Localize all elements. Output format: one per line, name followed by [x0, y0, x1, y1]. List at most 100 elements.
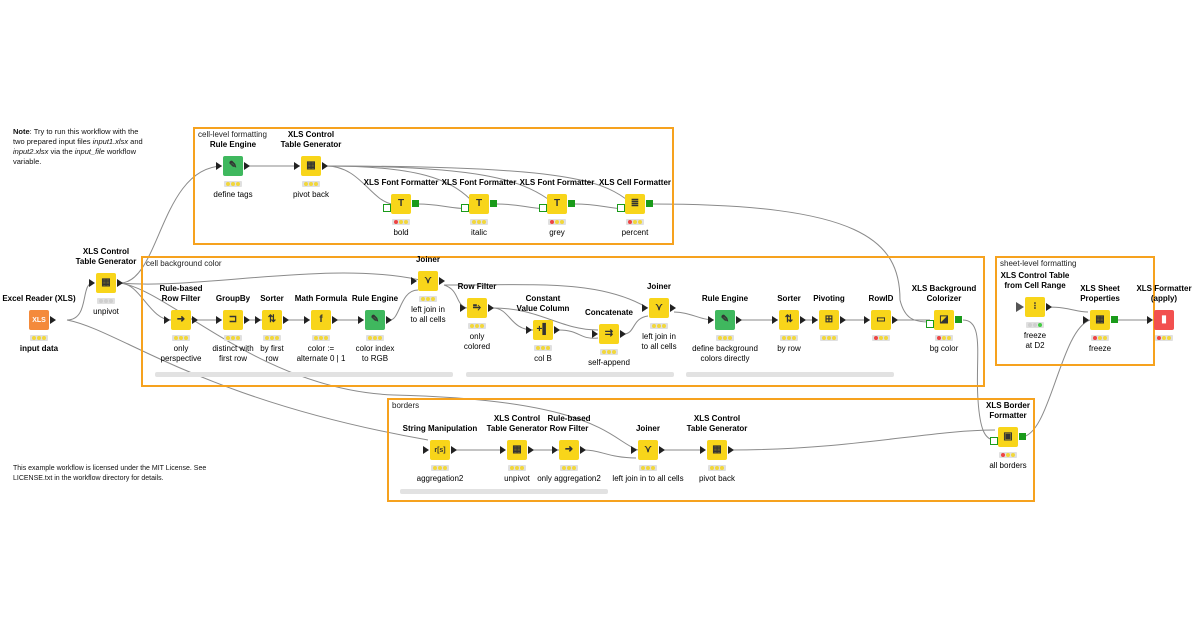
- output-port[interactable]: [580, 446, 586, 454]
- output-port[interactable]: [322, 162, 328, 170]
- node-label[interactable]: pivot back: [292, 190, 330, 199]
- node-concatenate[interactable]: Concatenate⇉self-append: [564, 308, 654, 367]
- output-port[interactable]: [244, 162, 250, 170]
- node-label[interactable]: all borders: [989, 461, 1027, 470]
- output-port[interactable]: [568, 200, 575, 207]
- output-port[interactable]: [386, 316, 392, 324]
- input-port[interactable]: [216, 316, 222, 324]
- node-groupby[interactable]: GroupBy⊐distinct with first row: [188, 294, 278, 363]
- node-label[interactable]: unpivot: [504, 474, 530, 483]
- node-icon[interactable]: T: [469, 194, 489, 214]
- node-xls-ctg-pivot[interactable]: XLS Control Table Generator▦pivot back: [266, 130, 356, 199]
- output-port[interactable]: [490, 200, 497, 207]
- node-rule-engine-color[interactable]: Rule Engine✎color index to RGB: [330, 294, 420, 363]
- node-border-formatter[interactable]: XLS Border Formatter▣all borders: [963, 401, 1053, 470]
- input-port[interactable]: [708, 316, 714, 324]
- node-label[interactable]: distinct with first row: [212, 344, 254, 363]
- input-port[interactable]: [500, 446, 506, 454]
- node-label[interactable]: aggregation2: [416, 474, 464, 483]
- input-port[interactable]: [700, 446, 706, 454]
- output-port[interactable]: [1046, 303, 1052, 311]
- node-icon[interactable]: XLS: [29, 310, 49, 330]
- node-icon[interactable]: ⇉: [599, 324, 619, 344]
- output-port[interactable]: [412, 200, 419, 207]
- output-port[interactable]: [840, 316, 846, 324]
- node-label[interactable]: left join in to all cells: [612, 474, 684, 483]
- node-row-filter[interactable]: Row Filter⥱only colored: [432, 282, 522, 351]
- output-port[interactable]: [736, 316, 742, 324]
- input-port[interactable]: [592, 330, 598, 338]
- output-port[interactable]: [528, 446, 534, 454]
- input-port[interactable]: [461, 204, 469, 212]
- node-icon[interactable]: ⋎: [418, 271, 438, 291]
- node-label[interactable]: italic: [470, 228, 487, 237]
- output-port[interactable]: [439, 277, 445, 285]
- output-port[interactable]: [955, 316, 962, 323]
- input-port[interactable]: [990, 437, 998, 445]
- output-port[interactable]: [1019, 433, 1026, 440]
- node-icon[interactable]: ⇅: [262, 310, 282, 330]
- output-port[interactable]: [892, 316, 898, 324]
- input-port[interactable]: [89, 279, 95, 287]
- input-port[interactable]: [304, 316, 310, 324]
- input-port[interactable]: [1083, 316, 1089, 324]
- node-icon[interactable]: ⁝: [1025, 297, 1045, 317]
- node-label[interactable]: define tags: [213, 190, 253, 199]
- node-icon[interactable]: ▦: [301, 156, 321, 176]
- node-rb-row-filter-1[interactable]: Rule-based Row Filter➜only perspective: [136, 284, 226, 363]
- node-sorter-1[interactable]: Sorter⇅by first row: [227, 294, 317, 363]
- node-icon[interactable]: ➜: [171, 310, 191, 330]
- node-sorter-2[interactable]: Sorter⇅by row: [744, 294, 834, 353]
- output-port[interactable]: [646, 200, 653, 207]
- node-cell-percent[interactable]: XLS Cell Formatter≣percent: [590, 178, 680, 237]
- node-bg-colorizer[interactable]: XLS Background Colorizer◪bg color: [899, 284, 989, 353]
- node-xls-ctg-unpivot[interactable]: XLS Control Table Generator▦unpivot: [472, 414, 562, 483]
- node-icon[interactable]: ▦: [507, 440, 527, 460]
- node-rb-row-filter-2[interactable]: Rule-based Row Filter➜only aggregation2: [524, 414, 614, 483]
- input-port[interactable]: [552, 446, 558, 454]
- node-icon[interactable]: ➜: [559, 440, 579, 460]
- input-port[interactable]: [772, 316, 778, 324]
- node-icon[interactable]: T: [391, 194, 411, 214]
- node-icon[interactable]: r[s]: [430, 440, 450, 460]
- input-port[interactable]: [642, 304, 648, 312]
- node-icon[interactable]: T: [547, 194, 567, 214]
- input-port[interactable]: [383, 204, 391, 212]
- input-port[interactable]: [294, 162, 300, 170]
- node-icon[interactable]: ≣: [625, 194, 645, 214]
- node-label[interactable]: col B: [534, 354, 552, 363]
- node-icon[interactable]: ▮: [1154, 310, 1174, 330]
- node-sheet-props[interactable]: XLS Sheet Properties▦freeze: [1055, 284, 1145, 353]
- input-port[interactable]: [617, 204, 625, 212]
- node-icon[interactable]: ✎: [715, 310, 735, 330]
- node-label[interactable]: left join in to all cells: [410, 305, 446, 324]
- input-port[interactable]: [526, 326, 532, 334]
- node-label[interactable]: unpivot: [93, 307, 119, 316]
- node-label[interactable]: pivot back: [698, 474, 736, 483]
- node-icon[interactable]: ⋎: [649, 298, 669, 318]
- node-pivoting[interactable]: Pivoting⊞: [784, 294, 874, 341]
- node-label[interactable]: color index to RGB: [355, 344, 395, 363]
- input-port[interactable]: [358, 316, 364, 324]
- input-port[interactable]: [255, 316, 261, 324]
- output-port[interactable]: [451, 446, 457, 454]
- node-label[interactable]: percent: [621, 228, 649, 237]
- input-port[interactable]: [631, 446, 637, 454]
- node-icon[interactable]: ▦: [96, 273, 116, 293]
- node-icon[interactable]: ▭: [871, 310, 891, 330]
- node-joiner-2[interactable]: Joiner⋎left join in to all cells: [614, 282, 704, 351]
- node-icon[interactable]: +▌: [533, 320, 553, 340]
- node-rule-engine-tags[interactable]: Rule Engine✎define tags: [188, 140, 278, 199]
- input-port[interactable]: [423, 446, 429, 454]
- variable-input-port[interactable]: [1016, 302, 1024, 312]
- input-port[interactable]: [926, 320, 934, 328]
- node-icon[interactable]: ▣: [998, 427, 1018, 447]
- input-port[interactable]: [460, 304, 466, 312]
- node-icon[interactable]: ⊞: [819, 310, 839, 330]
- node-icon[interactable]: ▦: [1090, 310, 1110, 330]
